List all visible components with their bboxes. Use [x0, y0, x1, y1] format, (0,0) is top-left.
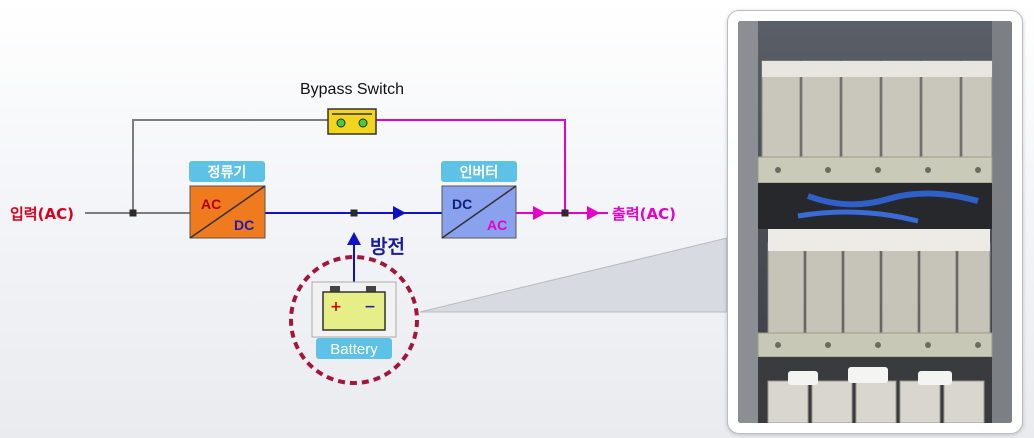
bypass-switch-label: Bypass Switch: [300, 81, 404, 98]
inverter-dc-label: DC: [452, 196, 472, 212]
battery-minus: −: [364, 299, 376, 315]
junction-input: [129, 209, 137, 217]
inverter-tag: [441, 161, 517, 182]
rectifier-dc-label: DC: [234, 217, 254, 233]
discharge-label: 방전: [370, 236, 405, 258]
rectifier-tag-label: 정류기: [208, 164, 247, 181]
rectifier-tag: [189, 161, 265, 182]
battery-highlight-circle: [289, 255, 419, 385]
bypass-line-gray: [132, 119, 328, 213]
inverter: 인버터 DC AC: [441, 161, 517, 239]
bypass-line-magenta: [376, 119, 566, 213]
rectifier: 정류기 AC DC: [189, 161, 266, 239]
output-label: 출력(AC): [612, 205, 676, 223]
bypass-switch: [327, 108, 377, 135]
inverter-ac-label: AC: [487, 217, 507, 233]
discharge-arrow: [347, 232, 361, 245]
battery-label: Battery: [330, 341, 378, 358]
input-label: 입력(AC): [10, 205, 74, 223]
junction-output: [561, 209, 569, 217]
battery-plus: +: [330, 299, 342, 315]
photo-panel: [727, 10, 1023, 434]
battery: + − Battery: [289, 255, 419, 385]
inverter-out-arrow: [533, 206, 546, 220]
rectifier-ac-label: AC: [201, 196, 221, 212]
output-arrow: [587, 206, 600, 220]
battery-tag: [316, 338, 392, 359]
dc-bus-arrow: [393, 206, 406, 220]
battery-rack-photo: [738, 21, 1012, 423]
zoom-callout: [419, 237, 728, 313]
junction-battery: [350, 209, 358, 217]
inverter-tag-label: 인버터: [460, 164, 499, 181]
battery-body: [322, 291, 386, 331]
